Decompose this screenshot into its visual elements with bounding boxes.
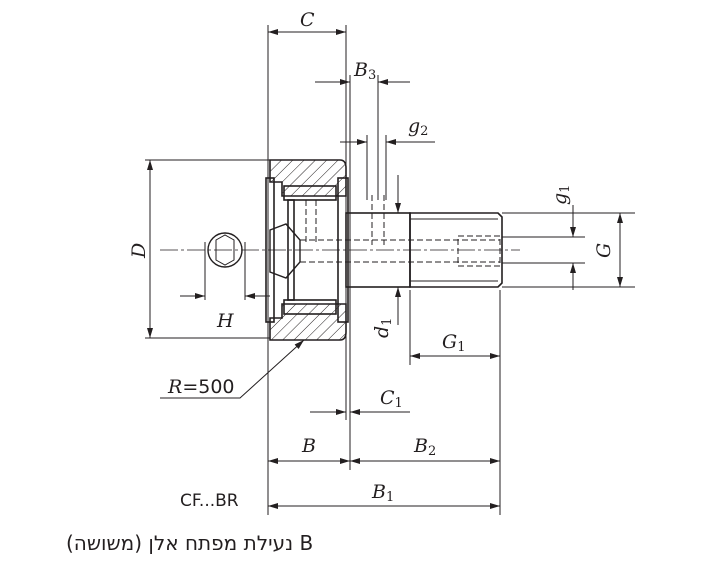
label-R: R=500	[167, 376, 235, 398]
outer-ring	[265, 159, 349, 341]
hidden-lines	[300, 195, 501, 267]
label-D: D	[128, 243, 150, 259]
label-C1: C1	[380, 387, 403, 411]
model-code: CF...BR	[180, 491, 239, 511]
label-G1: G1	[442, 331, 465, 355]
label-B1: B1	[371, 481, 394, 505]
dimension-labels: C B3 g2 g1 G D H d1 G1 R=500 C1 B B2 B1	[128, 9, 615, 505]
hex-key-view	[180, 232, 270, 300]
caption-title: B נעילת מפתח אלן (משושה)	[66, 531, 314, 555]
label-C: C	[300, 9, 315, 31]
label-G: G	[593, 243, 615, 258]
label-g2: g2	[408, 115, 428, 139]
label-B3: B3	[353, 59, 376, 83]
label-d1: d1	[371, 318, 395, 338]
label-B: B	[301, 435, 316, 457]
label-g1: g1	[549, 185, 573, 205]
label-H: H	[216, 310, 234, 332]
label-B2: B2	[413, 435, 436, 459]
